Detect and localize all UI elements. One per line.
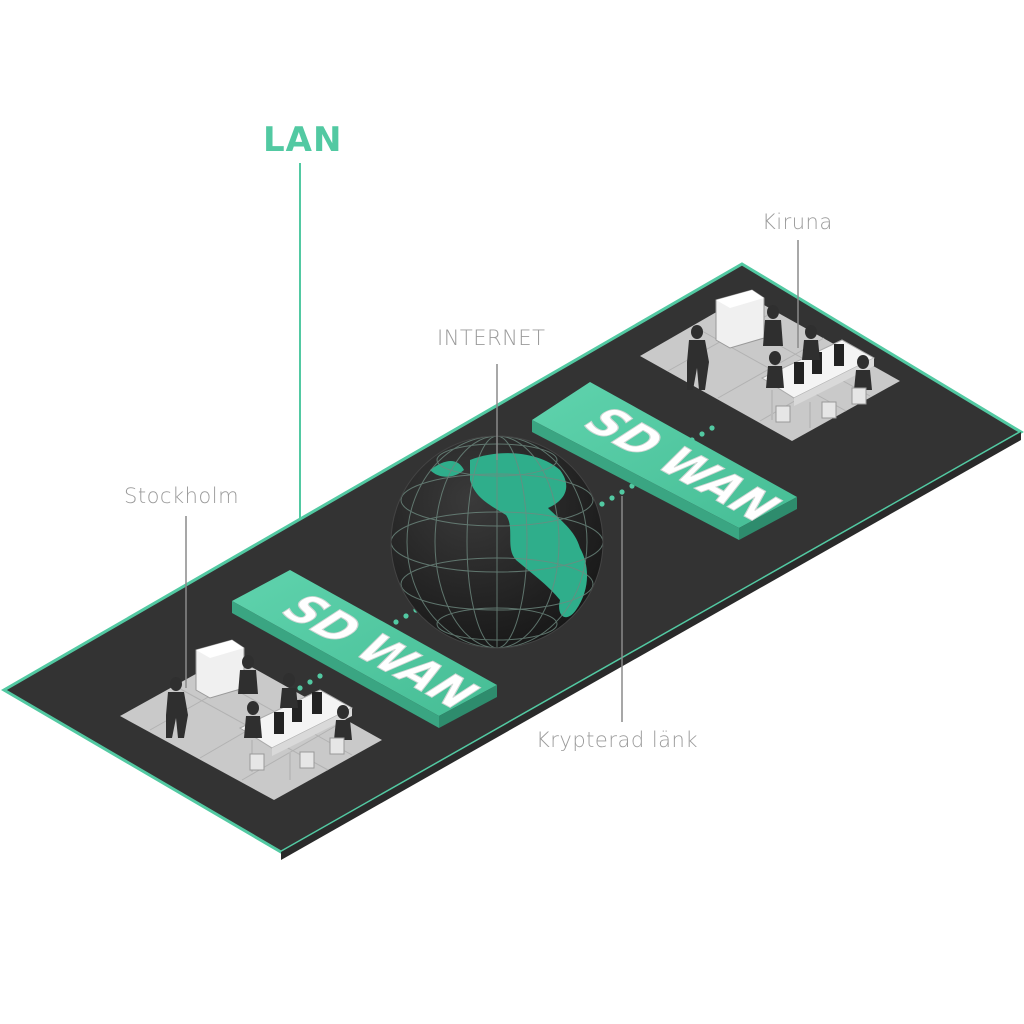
stockholm-label: Stockholm xyxy=(124,484,240,508)
lan-label: LAN xyxy=(263,120,343,160)
office-stockholm xyxy=(120,639,382,800)
kiruna-label: Kiruna xyxy=(762,210,833,234)
internet-label: INTERNET xyxy=(437,326,546,350)
office-kiruna xyxy=(640,289,900,441)
encrypted-link-label: Krypterad länk xyxy=(536,728,698,752)
internet-globe xyxy=(390,435,604,649)
